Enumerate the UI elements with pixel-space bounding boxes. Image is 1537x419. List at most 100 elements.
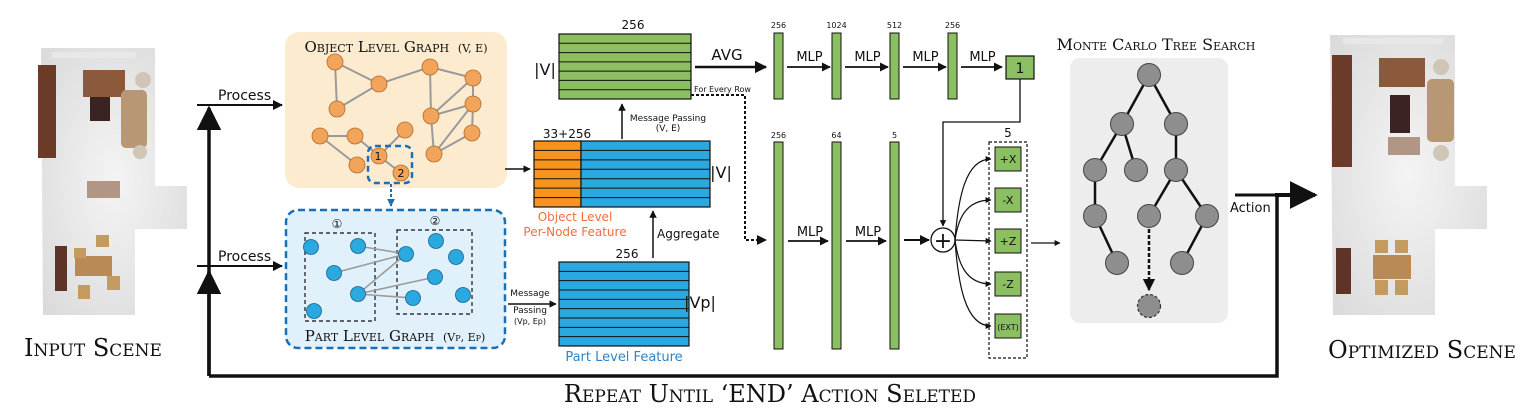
value-layer-2	[831, 32, 842, 100]
object-graph-node	[463, 124, 481, 142]
object-graph-node	[370, 75, 388, 93]
mcts-node	[1083, 204, 1107, 228]
policy-layer-size-label: 5	[892, 131, 897, 140]
optimized-scene-label: Optimized Scene	[1328, 336, 1516, 364]
bookshelf-furniture	[38, 65, 56, 158]
action-fan-arrow	[954, 197, 992, 241]
aggregate-label: Aggregate	[657, 227, 720, 241]
mcts-panel	[1070, 58, 1228, 323]
value-mlp-label: MLP	[912, 50, 938, 65]
part-graph-node	[306, 303, 322, 319]
mcts-node	[1164, 112, 1188, 136]
mcts-node	[1083, 158, 1107, 182]
avg-label: AVG	[711, 46, 742, 64]
object-graph-node	[346, 127, 364, 145]
message-passing-p-line1: Message	[510, 289, 550, 299]
value-to-sum-path	[939, 79, 1021, 227]
mcts-node	[1137, 63, 1161, 87]
coffee-table-furniture	[87, 181, 120, 198]
value-layer-size-label: 256	[771, 21, 786, 30]
action-option: -Z	[994, 271, 1022, 297]
for-every-row-path	[691, 94, 767, 245]
part-group-2-label: ②	[430, 214, 441, 228]
action-option: -X	[994, 187, 1022, 213]
part-graph-edge	[357, 293, 414, 299]
per-node-caption-line2: Per-Node Feature	[523, 225, 626, 239]
mcts-title: Monte Carlo Tree Search	[1057, 35, 1256, 54]
svg-text:Part Level Graph (Vp, Ep: Part Level Graph (Vp, Ep)	[305, 327, 486, 345]
value-layer-size-label: 256	[945, 21, 960, 30]
object-graph-node	[425, 145, 443, 163]
object-graph-node	[370, 147, 388, 165]
part-graph-node	[455, 287, 471, 303]
action-option-label: -X	[1003, 194, 1014, 207]
part-group-1-box	[304, 232, 376, 322]
part-level-feature-matrix: 256 |Vp| Part Level Feature	[558, 247, 716, 365]
object-graph-title: Object Level Graph	[304, 38, 449, 56]
mcts-node	[1110, 112, 1134, 136]
armchair-furniture	[1379, 58, 1425, 87]
value-mlp-label: MLP	[969, 50, 995, 65]
part-graph-node	[428, 233, 444, 249]
value-layer-size-label: 1024	[826, 21, 846, 30]
object-graph-node	[396, 121, 414, 139]
policy-layer-size-label: 64	[831, 131, 841, 140]
value-layer-3	[889, 32, 900, 100]
sofa-furniture	[1427, 79, 1454, 142]
loop-caption: Repeat Until ‘END’ Action Seleted	[564, 380, 976, 408]
policy-mlp-label: MLP	[797, 225, 823, 240]
per-node-height-label: |V|	[710, 163, 732, 182]
object-feature-height-label: |V|	[534, 60, 556, 79]
mcts-node	[1170, 251, 1194, 275]
object-graph-node	[421, 58, 439, 76]
cabinet-furniture	[55, 246, 67, 291]
svg-text:Object Level Graph (V, E: Object Level Graph (V, E)	[304, 38, 487, 56]
part-graph-node	[398, 246, 414, 262]
object-graph-node	[326, 53, 344, 71]
optimized-scene-image	[1323, 29, 1493, 321]
part-group-2-box	[396, 229, 473, 315]
object-level-graph-panel: Object Level Graph (V, E) 1 2	[285, 32, 507, 188]
action-option-label: +Z	[1000, 235, 1017, 248]
value-output-label: 1	[1016, 61, 1025, 77]
policy-layer-1	[773, 141, 784, 350]
part-graph-edge	[357, 245, 407, 255]
action-option: (EXT)	[994, 313, 1022, 339]
action-output-size: 5	[1004, 126, 1012, 140]
part-feature-height-label: |Vp|	[684, 293, 716, 312]
process-label-bottom: Process	[218, 249, 271, 265]
dining-table-furniture	[75, 256, 112, 276]
part-graph-node	[350, 286, 366, 302]
object-node-label-2: 2	[398, 167, 405, 180]
part-graph-node	[427, 269, 443, 285]
part-feature-width-label: 256	[616, 247, 639, 261]
per-node-caption-line1: Object Level	[538, 210, 613, 224]
action-option-label: (EXT)	[997, 323, 1019, 332]
cabinet-furniture	[1336, 248, 1351, 294]
process-arrows	[196, 100, 283, 376]
mcts-node	[1195, 204, 1219, 228]
action-fan-arrow	[954, 239, 992, 287]
action-fan-arrow	[954, 237, 992, 244]
value-layer-4	[947, 32, 958, 100]
part-graph-edge	[357, 276, 436, 295]
part-graph-edge	[333, 253, 407, 274]
part-graph-node	[350, 238, 366, 254]
policy-layer-3	[889, 141, 900, 350]
object-graph-node	[392, 164, 410, 182]
bookshelf-furniture	[1332, 55, 1352, 167]
object-graph-node	[311, 127, 329, 145]
policy-layer-2	[831, 141, 842, 350]
part-feature-caption: Part Level Feature	[565, 350, 682, 365]
object-graph-feature-matrix: 256 |V|	[534, 18, 692, 100]
action-set-box	[988, 141, 1028, 359]
mcts-expanded-node	[1136, 293, 1162, 319]
policy-mlp-label: MLP	[855, 225, 881, 240]
sum-node: +	[930, 227, 956, 254]
action-fan-arrow	[954, 156, 992, 241]
input-scene-image	[34, 42, 193, 321]
part-level-graph-panel: ① ② Part Level Graph (Vp, Ep)	[284, 208, 507, 350]
action-option: +X	[994, 146, 1022, 172]
